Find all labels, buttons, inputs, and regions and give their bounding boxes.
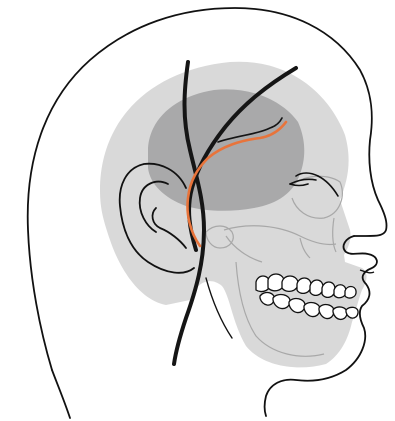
- neck-line: [52, 370, 70, 418]
- temporal-region: [148, 89, 304, 210]
